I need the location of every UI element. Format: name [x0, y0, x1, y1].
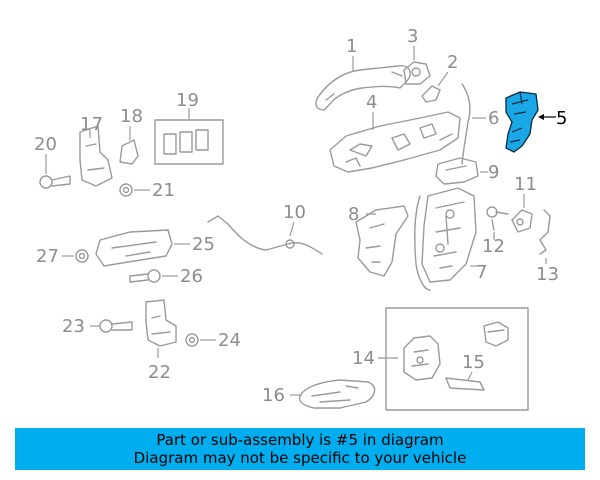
part-7-latch-assembly: 7	[414, 187, 487, 291]
notice-banner: Part or sub-assembly is #5 in diagram Di…	[15, 428, 585, 470]
part-5-latch-bracket: 5	[505, 91, 567, 153]
callout-14: 14	[352, 348, 375, 369]
part-4-handle-bracket: 4	[329, 92, 461, 173]
callout-21: 21	[152, 180, 175, 201]
part-18-hinge-plate: 18	[119, 106, 143, 165]
callout-1: 1	[346, 36, 357, 57]
callout-10: 10	[283, 202, 306, 223]
callout-17: 17	[80, 114, 103, 135]
callout-13: 13	[536, 264, 559, 285]
part-17-hinge: 17	[79, 114, 113, 187]
part-13-clip: 13	[536, 209, 559, 285]
callout-27: 27	[36, 246, 59, 267]
callout-20: 20	[34, 134, 57, 155]
callout-2: 2	[447, 52, 458, 73]
callout-16: 16	[262, 385, 285, 406]
callout-7: 7	[476, 262, 487, 283]
callout-18: 18	[120, 106, 143, 127]
callout-25: 25	[192, 234, 215, 255]
callout-3: 3	[407, 26, 418, 47]
part-25-check-strap: 25	[95, 229, 215, 267]
callout-6: 6	[488, 108, 499, 129]
parts-diagram: 1 3 2 4 6 5 9	[34, 26, 567, 411]
callout-4: 4	[366, 92, 377, 113]
callout-26: 26	[180, 266, 203, 287]
part-23-bolt: 23	[62, 316, 133, 337]
callout-23: 23	[62, 316, 85, 337]
callout-8: 8	[348, 204, 359, 225]
part-6-rod: 6	[461, 83, 499, 165]
part-16-handle-insert: 16	[262, 379, 376, 409]
callout-11: 11	[514, 174, 537, 195]
part-26-bolt: 26	[129, 266, 203, 287]
callout-9: 9	[488, 162, 499, 183]
part-19-kit-box: 19	[154, 90, 224, 165]
callout-5: 5	[556, 108, 567, 129]
callout-22: 22	[148, 362, 171, 383]
part-14-kit-box: 14	[352, 307, 529, 411]
part-27-nut: 27	[36, 246, 89, 267]
callout-24: 24	[218, 330, 241, 351]
part-9-inside-handle: 9	[435, 157, 499, 185]
notice-line-2: Diagram may not be specific to your vehi…	[133, 449, 467, 467]
part-24-nut: 24	[185, 330, 241, 351]
part-12-screw: 12	[482, 206, 509, 257]
part-22-hinge: 22	[145, 299, 177, 383]
callout-15: 15	[462, 352, 485, 373]
part-1-outside-handle: 1	[315, 36, 411, 111]
part-20-bolt: 20	[34, 134, 71, 189]
part-15-seal: 15	[445, 352, 485, 391]
part-21-nut: 21	[119, 180, 175, 201]
part-8-bracket: 8	[348, 204, 409, 277]
part-3-handle-cap: 3	[403, 26, 431, 85]
callout-19: 19	[176, 90, 199, 111]
callout-12: 12	[482, 236, 505, 257]
part-10-cable: 10	[207, 202, 323, 255]
notice-line-1: Part or sub-assembly is #5 in diagram	[156, 431, 444, 449]
part-11-small-bracket: 11	[511, 174, 537, 233]
part-2-bezel: 2	[421, 52, 458, 103]
